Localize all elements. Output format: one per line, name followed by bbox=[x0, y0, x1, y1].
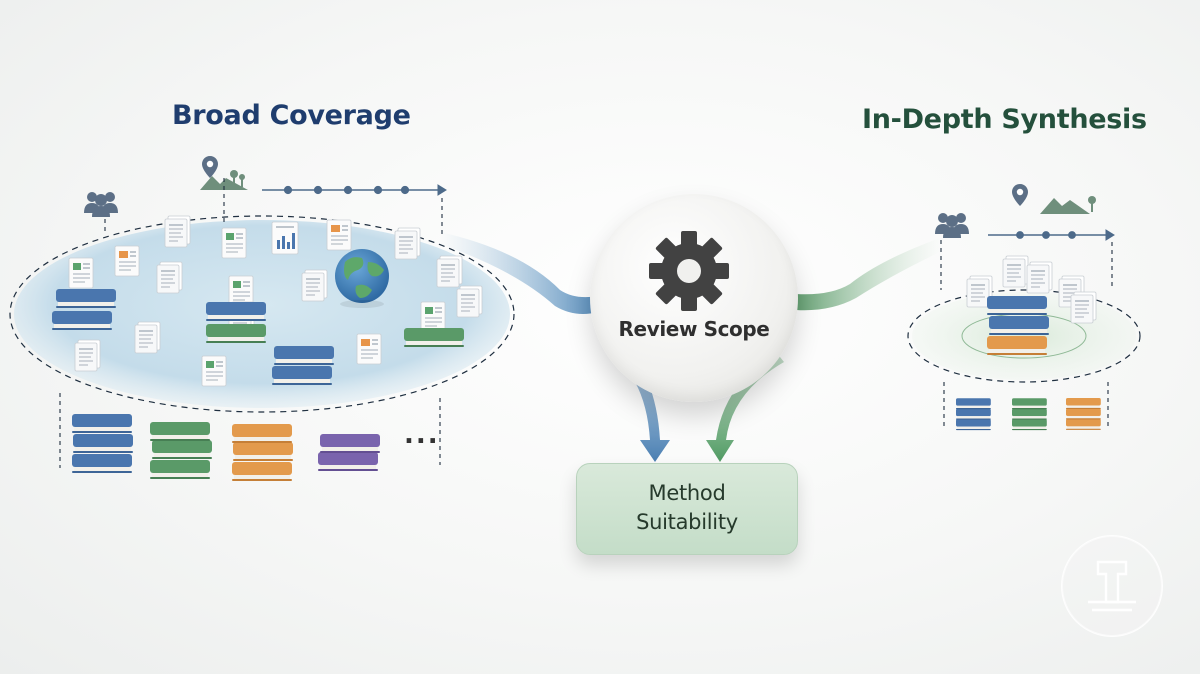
document-icon bbox=[326, 219, 352, 251]
document-icon bbox=[156, 261, 183, 294]
gear-icon bbox=[649, 231, 729, 311]
chart-document-icon bbox=[271, 221, 299, 255]
green-book-stack bbox=[1012, 398, 1047, 431]
timeline-arrow-icon bbox=[988, 229, 1115, 241]
people-icon bbox=[84, 192, 118, 217]
document-icon bbox=[456, 285, 483, 318]
connector-dashes bbox=[940, 240, 1113, 430]
synthesis-dashed-ring bbox=[907, 289, 1141, 383]
green-down-arrow bbox=[706, 352, 784, 462]
blue-book-stack bbox=[956, 398, 991, 431]
method-suitability-line-1: Method bbox=[648, 481, 726, 505]
green-book-stack bbox=[150, 422, 212, 479]
review-scope-label: Review Scope bbox=[618, 317, 770, 341]
location-pin-icon bbox=[1012, 184, 1028, 206]
document-icon bbox=[74, 339, 101, 372]
blue-inflow-band bbox=[440, 232, 598, 314]
landscape-icon bbox=[1040, 196, 1096, 214]
landscape-icon bbox=[200, 170, 248, 190]
timeline-arrow-icon bbox=[262, 184, 447, 196]
document-icon bbox=[420, 301, 446, 333]
location-pin-icon bbox=[202, 156, 218, 178]
in-depth-synthesis-cluster bbox=[907, 184, 1141, 431]
blue-down-arrow bbox=[612, 346, 670, 462]
book-stack bbox=[987, 296, 1049, 355]
document-icon bbox=[68, 257, 94, 289]
method-suitability-box bbox=[576, 463, 798, 555]
watermark-logo bbox=[1061, 535, 1163, 637]
document-icon bbox=[436, 255, 463, 288]
globe-icon bbox=[335, 249, 389, 308]
document-icon bbox=[1070, 291, 1097, 324]
document-icon bbox=[301, 269, 328, 302]
broad-coverage-dashed-ring bbox=[9, 215, 515, 413]
flow-arrows bbox=[440, 232, 940, 462]
broad-coverage-title: Broad Coverage bbox=[172, 100, 411, 131]
method-suitability-label: Method Suitability bbox=[576, 479, 798, 537]
document-icon bbox=[201, 355, 227, 387]
document-icon bbox=[394, 227, 421, 260]
broad-coverage-cluster bbox=[9, 156, 515, 481]
document-icon bbox=[1026, 261, 1053, 294]
orange-book-stack bbox=[232, 424, 293, 481]
document-icon bbox=[1002, 255, 1029, 288]
document-icon bbox=[114, 245, 140, 277]
orange-book-stack bbox=[1066, 398, 1101, 430]
document-icon bbox=[221, 227, 247, 259]
document-icon bbox=[356, 333, 382, 365]
more-indicator: ... bbox=[404, 420, 440, 450]
green-inflow-band bbox=[796, 238, 940, 311]
purple-book-stack bbox=[318, 434, 380, 471]
method-suitability-line-2: Suitability bbox=[636, 510, 738, 534]
book-stack bbox=[404, 328, 464, 347]
document-icon bbox=[228, 275, 254, 307]
connector-dashes bbox=[59, 178, 443, 468]
document-icon bbox=[164, 215, 191, 248]
document-icon bbox=[134, 321, 161, 354]
in-depth-synthesis-title: In-Depth Synthesis bbox=[862, 104, 1147, 135]
people-icon bbox=[935, 213, 969, 238]
blue-book-stack bbox=[72, 414, 133, 473]
